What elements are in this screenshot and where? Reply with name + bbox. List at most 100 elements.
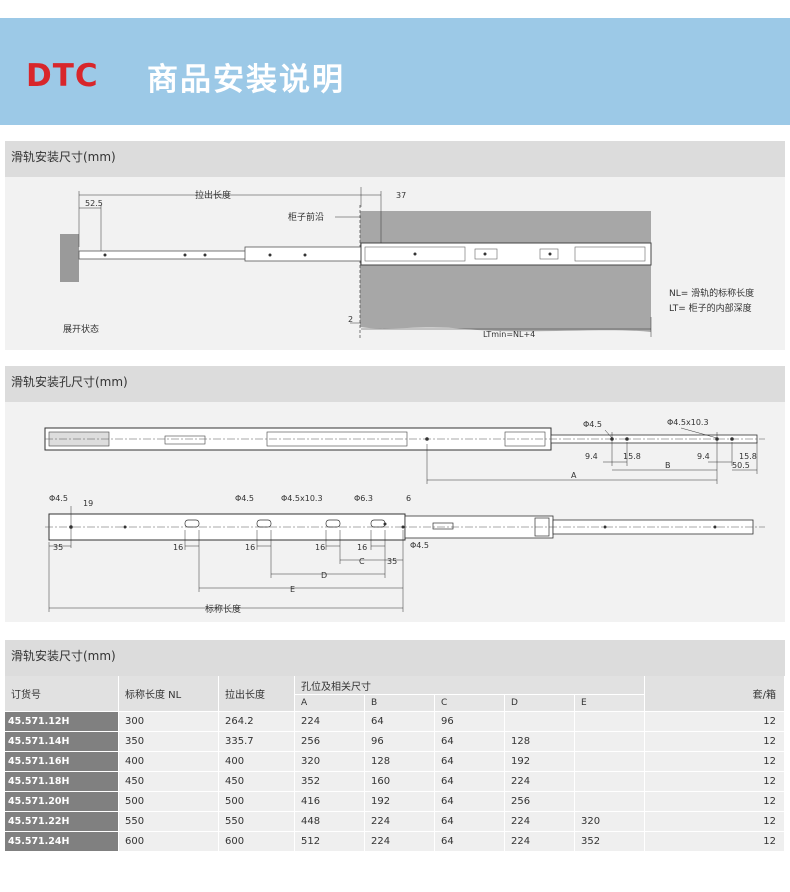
label-9-4-a: 9.4: [585, 452, 598, 461]
section-title: 滑轨安装孔尺寸(mm): [11, 375, 128, 389]
cell: 160: [364, 771, 435, 792]
label-D: D: [321, 571, 327, 580]
cell: 256: [294, 731, 365, 752]
label-dim-2: 2: [348, 315, 353, 324]
cell: [574, 751, 645, 772]
label-15-8-b: 15.8: [739, 452, 757, 461]
section-header-install-dimensions: 滑轨安装尺寸(mm): [5, 141, 785, 177]
cell: 448: [294, 811, 365, 832]
cell-code: 45.571.12H: [5, 711, 119, 732]
cell: 64: [434, 811, 505, 832]
label-phi-6-3: Φ6.3: [354, 494, 373, 503]
label-50-5: 50.5: [732, 461, 750, 470]
label-pull-length: 拉出长度: [195, 189, 231, 201]
label-C: C: [359, 557, 365, 566]
cell: 64: [434, 831, 505, 852]
label-phi-4-5x10-3-mid: Φ4.5x10.3: [281, 494, 323, 503]
label-16-d: 16: [357, 543, 367, 552]
label-phi-4-5x10-3-top: Φ4.5x10.3: [667, 418, 709, 427]
cell: 600: [218, 831, 295, 852]
cell: 264.2: [218, 711, 295, 732]
cell: 96: [364, 731, 435, 752]
cell: 224: [504, 831, 575, 852]
cell: 64: [434, 791, 505, 812]
label-A: A: [571, 471, 577, 480]
col-holes: 孔位及相关尺寸: [294, 676, 645, 695]
cell-code: 45.571.24H: [5, 831, 119, 852]
cell: 512: [294, 831, 365, 852]
label-B: B: [665, 461, 671, 470]
cell: 500: [218, 791, 295, 812]
outer-rail: [360, 242, 652, 266]
cell: 320: [294, 751, 365, 772]
label-19: 19: [83, 499, 93, 508]
cabinet-shape: [360, 211, 651, 332]
cell: 256: [504, 791, 575, 812]
cell: 224: [504, 811, 575, 832]
cell: 64: [434, 731, 505, 752]
rail-install-drawing: 拉出长度 37 52.5 柜子前沿 NL= 滑轨的标称长度 LT= 柜子的内部深…: [60, 187, 754, 339]
cell: 12: [644, 711, 785, 732]
cell: 128: [364, 751, 435, 772]
section-header-spec-table: 滑轨安装尺寸(mm): [5, 640, 785, 676]
cell: 64: [434, 751, 505, 772]
cell: 12: [644, 791, 785, 812]
label-phi-4-5-right: Φ4.5: [410, 541, 429, 550]
cell-code: 45.571.14H: [5, 731, 119, 752]
cell: 12: [644, 831, 785, 852]
hole-drawing: Φ4.5 Φ4.5x10.3 9.4 15.8 9.4 15.8 50.5 B …: [44, 418, 765, 615]
table-subheader-row: A B C D E: [5, 694, 785, 712]
cell: 96: [434, 711, 505, 732]
table-row: 45.571.18H 450 450 352 160 64 224 12: [5, 771, 785, 792]
cell: [574, 731, 645, 752]
cell: 224: [504, 771, 575, 792]
label-open-state: 展开状态: [63, 323, 99, 335]
col-per-box: 套/箱: [644, 676, 785, 712]
col-C: C: [434, 694, 505, 712]
cell: 12: [644, 751, 785, 772]
table-header-row: 订货号 标称长度 NL 拉出长度 孔位及相关尺寸 套/箱: [5, 676, 785, 712]
col-A: A: [294, 694, 365, 712]
label-16-c: 16: [315, 543, 325, 552]
cell: 335.7: [218, 731, 295, 752]
cell: 300: [118, 711, 219, 732]
cell: 64: [364, 711, 435, 732]
section-title: 滑轨安装尺寸(mm): [11, 150, 116, 164]
label-E: E: [290, 585, 295, 594]
section-title: 滑轨安装尺寸(mm): [11, 649, 116, 663]
label-6: 6: [406, 494, 411, 503]
label-nominal-length: 标称长度: [205, 603, 241, 615]
cell: 450: [118, 771, 219, 792]
cell: 192: [364, 791, 435, 812]
drawer-front-panel: [60, 234, 79, 282]
table-row: 45.571.16H 400 400 320 128 64 192 12: [5, 751, 785, 772]
cell-code: 45.571.18H: [5, 771, 119, 792]
middle-rail: [244, 246, 362, 262]
cell: 320: [574, 811, 645, 832]
dtc-logo: DTC: [26, 58, 99, 94]
cell: 12: [644, 811, 785, 832]
cell: [574, 791, 645, 812]
cell: 192: [504, 751, 575, 772]
col-code: 订货号: [5, 676, 119, 712]
col-D: D: [504, 694, 575, 712]
label-cabinet-front: 柜子前沿: [288, 211, 324, 223]
cell: 128: [504, 731, 575, 752]
label-phi-4-5-top: Φ4.5: [583, 420, 602, 429]
label-phi-4-5-left: Φ4.5: [49, 494, 68, 503]
cell: 224: [294, 711, 365, 732]
header-banner: DTC 商品安装说明: [0, 18, 790, 125]
spec-table: 订货号 标称长度 NL 拉出长度 孔位及相关尺寸 套/箱 A B C D E 4…: [5, 676, 785, 852]
label-35-left: 35: [53, 543, 63, 552]
cell: [574, 711, 645, 732]
label-lt-note: LT= 柜子的内部深度: [669, 302, 752, 314]
cell: 352: [574, 831, 645, 852]
table-row: 45.571.14H 350 335.7 256 96 64 128 12: [5, 731, 785, 752]
install-dimension-diagram: 拉出长度 37 52.5 柜子前沿 NL= 滑轨的标称长度 LT= 柜子的内部深…: [5, 177, 785, 350]
col-nominal-length: 标称长度 NL: [118, 676, 219, 712]
label-15-8-a: 15.8: [623, 452, 641, 461]
cell: 550: [118, 811, 219, 832]
cell-code: 45.571.22H: [5, 811, 119, 832]
cell: 64: [434, 771, 505, 792]
label-dim-52-5: 52.5: [85, 199, 103, 208]
